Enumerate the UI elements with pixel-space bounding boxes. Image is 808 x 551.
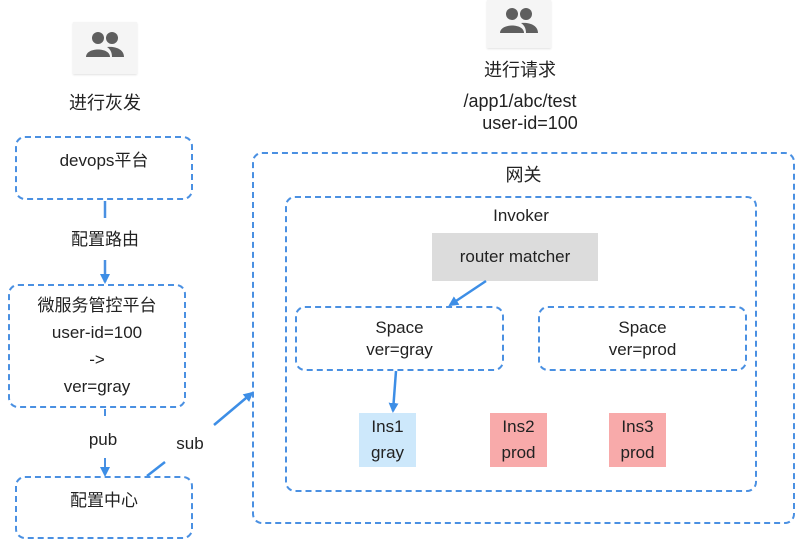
config-center-to-sub-line [146, 461, 166, 477]
request-path: /app1/abc/test [463, 91, 577, 111]
instance-ins1[interactable]: Ins1 gray [359, 413, 416, 467]
sub-to-gateway-arrow [213, 391, 254, 426]
instance-name: Ins3 [621, 417, 654, 436]
space-prod-box[interactable]: Space ver=prod [538, 306, 747, 371]
gateway-title: 网关 [505, 165, 542, 185]
invoker-title: Invoker [493, 206, 549, 225]
space-prod-version: ver=prod [608, 339, 677, 359]
request-label: 进行请求 [484, 60, 556, 80]
instance-ins2[interactable]: Ins2 prod [490, 413, 547, 467]
msc-rule-arrow: -> [89, 349, 105, 369]
gateway-box[interactable]: 网关 [252, 152, 795, 524]
config-center-box[interactable]: 配置中心 [15, 476, 193, 539]
config-center-label: 配置中心 [70, 490, 138, 510]
pub-label: pub [88, 430, 118, 449]
router-matcher-box[interactable]: router matcher [432, 233, 598, 281]
instance-ins3[interactable]: Ins3 prod [609, 413, 666, 467]
space-gray-box[interactable]: Space ver=gray [295, 306, 504, 371]
msc-rule-line: user-id=100 [51, 322, 143, 342]
microservice-control-platform-box[interactable]: 微服务管控平台 user-id=100 -> ver=gray [8, 284, 186, 408]
gray-release-actor-icon-box [73, 22, 137, 74]
devops-platform-label: devops平台 [59, 151, 149, 170]
gray-release-label: 进行灰发 [69, 93, 141, 113]
msc-platform-title: 微服务管控平台 [37, 295, 157, 315]
invoker-box[interactable]: Invoker [285, 196, 757, 492]
space-gray-version: ver=gray [366, 339, 433, 359]
router-matcher-label: router matcher [459, 247, 571, 266]
devops-platform-box[interactable]: devops平台 [15, 136, 193, 200]
users-icon [86, 32, 124, 57]
instance-name: Ins1 [371, 417, 404, 436]
space-gray-title: Space [375, 317, 424, 337]
sub-label: sub [176, 434, 204, 453]
msc-rule-target: ver=gray [63, 376, 131, 396]
users-icon [500, 8, 538, 33]
space-prod-title: Space [618, 317, 667, 337]
request-actor-icon-box [487, 0, 551, 48]
instance-version: prod [620, 443, 655, 462]
instance-name: Ins2 [502, 417, 535, 436]
instance-version: gray [370, 443, 405, 462]
request-header: user-id=100 [482, 113, 578, 133]
instance-version: prod [501, 443, 536, 462]
config-route-label: 配置路由 [71, 230, 139, 249]
